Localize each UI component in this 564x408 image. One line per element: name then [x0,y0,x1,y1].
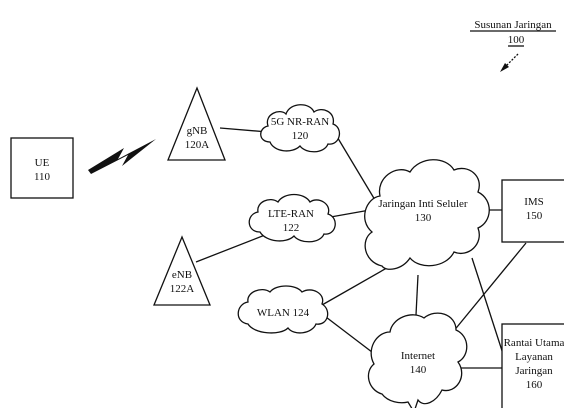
ims-number: 150 [526,210,543,222]
internet-cloud: Internet 140 [367,312,468,408]
gnb-node: gNB 120A [167,86,226,161]
core-label: Jaringan Inti Seluler [378,198,468,210]
backbone-line3: Jaringan [515,365,553,377]
lte-ran-label: LTE-RAN [268,208,314,220]
backbone-number: 160 [526,379,543,391]
nr-ran-cloud: 5G NR-RAN 120 [260,104,341,153]
ims-label: IMS [524,196,544,208]
wireless-link-icon [88,139,156,174]
link-core-internet [415,274,419,316]
ims-node: IMS 150 [501,179,564,243]
ue-label: UE [35,157,50,169]
ue-node: UE 110 [10,137,74,199]
backbone-line1: Rantai Utama [504,337,564,349]
diagram-title: Susunan Jaringan 100 [470,19,556,47]
enb-node: eNB 122A [153,235,211,306]
wlan-cloud: WLAN 124 [237,285,329,334]
wlan-label: WLAN 124 [257,307,310,319]
link-gnb-nrran [219,127,269,133]
link-core-backbone [471,257,506,361]
internet-number: 140 [410,364,427,376]
connections [195,127,527,369]
core-number: 130 [415,212,432,224]
core-network-cloud: Jaringan Inti Seluler 130 [364,159,490,270]
nr-ran-label: 5G NR-RAN [271,116,329,128]
title-line2: 100 [508,34,525,46]
gnb-number: 120A [185,139,210,151]
backbone-line2: Layanan [515,351,553,363]
internet-label: Internet [401,350,435,362]
link-internet-ims [447,242,527,339]
lte-ran-cloud: LTE-RAN 122 [248,193,336,243]
lte-ran-number: 122 [283,222,300,234]
gnb-label: gNB [187,125,208,137]
ue-number: 110 [34,171,51,183]
link-wlan-core [321,264,393,306]
enb-number: 122A [170,283,195,295]
title-pointer-arrow [500,53,519,72]
link-enb-lteran [195,234,266,263]
nr-ran-number: 120 [292,130,309,142]
enb-label: eNB [172,269,192,281]
backbone-node: Rantai Utama Layanan Jaringan 160 [501,323,564,408]
link-nrran-core [332,129,376,201]
title-line1: Susunan Jaringan [474,19,552,31]
